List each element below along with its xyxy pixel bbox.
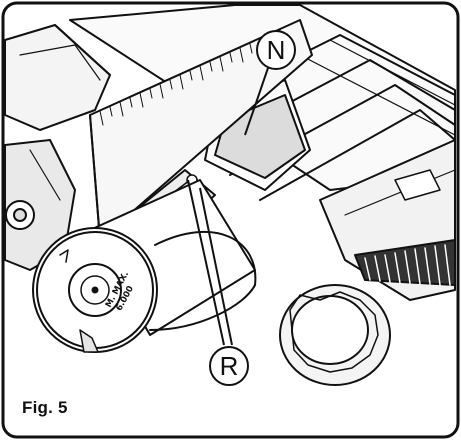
- callout-n: N: [256, 30, 296, 70]
- callout-n-label: N: [267, 35, 286, 65]
- callout-n-circle: [256, 30, 296, 70]
- callout-r: R: [209, 346, 249, 386]
- leader-line-n: [244, 67, 269, 136]
- lower-knob: [279, 284, 391, 386]
- figure-caption: Fig. 5: [22, 398, 68, 417]
- leader-lines: [187, 67, 269, 346]
- roller-end-face: [36, 231, 154, 353]
- callout-r-circle: [209, 346, 249, 386]
- upper-left-housing: [4, 24, 111, 131]
- leader-line-r-2: [199, 187, 233, 346]
- knurled-knob: [354, 239, 456, 286]
- callout-r-label: R: [220, 351, 239, 381]
- ruler-blade: [89, 19, 313, 241]
- leader-line-r-1: [187, 179, 225, 346]
